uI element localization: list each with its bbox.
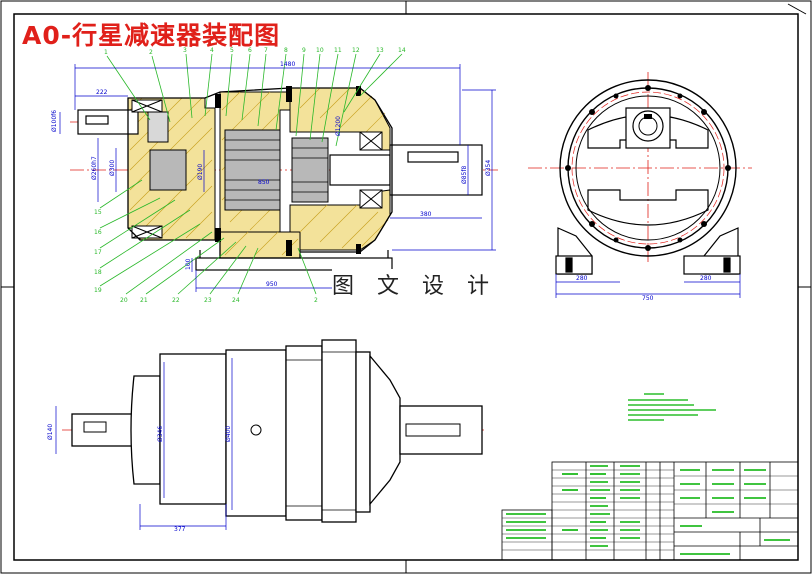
drawing-title: A0-行星减速器装配图 <box>22 21 281 50</box>
part-15: 15 <box>94 209 102 216</box>
bearings <box>131 99 383 239</box>
dim-side-right: 280 <box>700 275 712 282</box>
watermark-text: 图 文 设 计 <box>332 269 489 305</box>
part-18: 18 <box>94 269 102 276</box>
dim-side-total: 750 <box>642 295 654 302</box>
output-shaft <box>329 144 483 196</box>
technical-notes <box>628 393 716 421</box>
part-20: 20 <box>120 297 128 304</box>
dim-bottom-3: Ø400 <box>225 426 232 442</box>
part-5: 5 <box>230 47 234 54</box>
dim-housing: Ø260h7 <box>91 156 98 180</box>
dimension-lines <box>59 64 496 292</box>
dim-small-h: 100 <box>185 258 192 270</box>
input-shaft <box>77 109 139 135</box>
dim-top-length: 1480 <box>280 61 295 68</box>
part-16: 16 <box>94 229 102 236</box>
bom-rows <box>502 469 798 551</box>
part-12: 12 <box>352 47 360 54</box>
part-9: 9 <box>302 47 306 54</box>
dim-side-left: 280 <box>576 275 588 282</box>
bolts <box>215 86 361 256</box>
dim-output-len: 380 <box>420 211 432 218</box>
part-7: 7 <box>264 47 268 54</box>
part-numbers: 1 2 3 4 5 6 7 8 9 10 11 12 13 14 15 16 1… <box>94 47 406 304</box>
bottom-view <box>55 339 484 530</box>
dim-left-shaft: Ø100f6 <box>51 110 58 132</box>
dim-bottom-len: 377 <box>174 526 186 533</box>
dim-bottom-1: Ø140 <box>47 424 54 440</box>
part-3: 3 <box>183 47 187 54</box>
part-4: 4 <box>210 47 214 54</box>
bottom-dimensions <box>55 358 233 530</box>
side-dimensions <box>555 274 741 298</box>
part-24: 24 <box>232 297 240 304</box>
part-21: 21 <box>140 297 148 304</box>
part-11: 11 <box>334 47 342 54</box>
part-23: 23 <box>204 297 212 304</box>
part-2: 2 <box>149 49 153 56</box>
dim-mid: Ø300 <box>109 160 116 176</box>
part-13: 13 <box>376 47 384 54</box>
dim-right-span: 850 <box>258 179 270 186</box>
dim-right-height: Ø354 <box>485 160 492 176</box>
planet-gears <box>147 111 329 211</box>
bom-table <box>501 461 799 561</box>
dimension-texts: 1480 222 Ø100f6 Ø260h7 Ø300 Ø190 Ø85f8 Ø… <box>47 61 712 533</box>
part-22: 22 <box>172 297 180 304</box>
dim-bottom-2: Ø346 <box>157 426 164 442</box>
part-2b: 2 <box>314 297 318 304</box>
side-bolt-holes <box>565 85 731 251</box>
section-view <box>59 53 498 295</box>
bom-cell-marks <box>506 465 790 555</box>
part-6: 6 <box>248 47 252 54</box>
gear-teeth <box>225 139 328 201</box>
part-17: 17 <box>94 249 102 256</box>
dim-output: Ø85f8 <box>461 166 468 184</box>
part-1: 1 <box>104 49 108 56</box>
part-19: 19 <box>94 287 102 294</box>
part-8: 8 <box>284 47 288 54</box>
side-view <box>528 72 752 298</box>
side-feet <box>555 227 741 275</box>
dim-foot-len: 950 <box>266 281 278 288</box>
dim-bearing: Ø1200 <box>335 116 342 136</box>
housing-outline <box>127 87 393 259</box>
leader-lines <box>99 53 403 295</box>
dim-left-offset: 222 <box>96 89 108 96</box>
part-14: 14 <box>398 47 406 54</box>
dim-inner: Ø190 <box>197 164 204 180</box>
part-10: 10 <box>316 47 324 54</box>
